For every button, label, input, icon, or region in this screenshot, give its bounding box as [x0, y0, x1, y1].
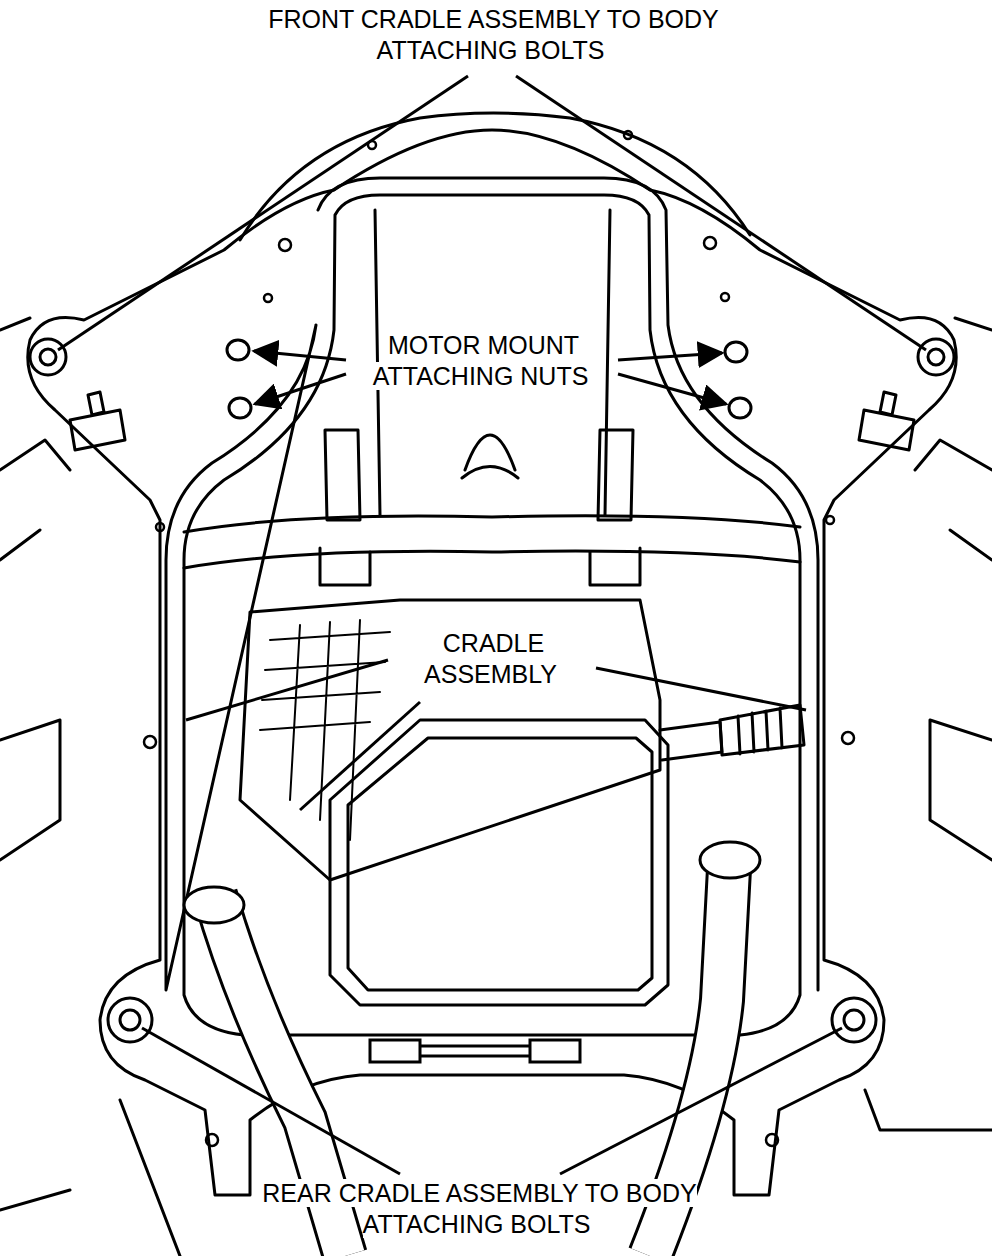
rear-bolt — [844, 1010, 864, 1030]
mount-nut — [229, 398, 251, 418]
frame-hole — [144, 736, 156, 748]
body-outline — [0, 318, 70, 860]
leader-line — [254, 351, 346, 360]
callout-label: CRADLE ASSEMBLY — [392, 628, 592, 690]
leader-line — [618, 374, 726, 404]
pipe-collar — [700, 842, 760, 878]
rear-bolt — [108, 998, 152, 1042]
mount-nut — [729, 398, 751, 418]
body-outline — [915, 318, 992, 860]
frame-hole — [264, 294, 272, 302]
front-bolt — [30, 339, 66, 375]
mount-nut — [227, 340, 249, 360]
callout-label: MOTOR MOUNT ATTACHING NUTS — [352, 330, 612, 392]
frame-hole — [766, 1134, 778, 1146]
frame-hole — [624, 131, 632, 139]
pipe-collar — [184, 887, 244, 923]
front-bolt — [40, 349, 56, 365]
leader-line — [142, 1028, 400, 1174]
oil-pan — [330, 720, 668, 1005]
frame-hole — [826, 516, 834, 524]
crossmember — [184, 516, 800, 568]
leader-line — [255, 374, 346, 404]
front-bolt — [918, 339, 954, 375]
oil-pan — [348, 738, 652, 990]
leader-line — [186, 660, 388, 720]
frame-hole — [721, 293, 729, 301]
exhaust-hanger — [370, 1040, 580, 1062]
mount-nut — [725, 342, 747, 362]
leader-line — [300, 702, 420, 810]
label-text: FRONT CRADLE ASSEMBLY TO BODY ATTACHING … — [265, 5, 719, 64]
body-outline — [0, 1090, 992, 1256]
frame-hole — [206, 1134, 218, 1146]
axle-boot — [720, 705, 804, 755]
leader-line — [618, 353, 722, 360]
transmission — [240, 600, 660, 880]
crossmember — [320, 548, 640, 585]
rear-bolt — [120, 1010, 140, 1030]
leader-line — [516, 76, 926, 350]
label-text: REAR CRADLE ASSEMBLY TO BODY ATTACHING B… — [259, 1179, 696, 1238]
mount-bushing — [70, 392, 125, 450]
rear-bolt — [832, 998, 876, 1042]
cradle-frame — [28, 130, 956, 1195]
callout-label: REAR CRADLE ASSEMBLY TO BODY ATTACHING B… — [258, 1178, 698, 1240]
label-text: CRADLE ASSEMBLY — [424, 629, 560, 688]
leader-line — [58, 76, 468, 350]
callout-label: FRONT CRADLE ASSEMBLY TO BODY ATTACHING … — [262, 4, 722, 66]
leader-line — [596, 668, 806, 710]
engine-block — [462, 435, 518, 478]
mount-bushing — [859, 392, 914, 450]
frame-hole — [704, 237, 716, 249]
cradle-rail — [166, 178, 818, 990]
frame-hole — [156, 523, 164, 531]
transmission — [260, 620, 390, 840]
label-text: MOTOR MOUNT ATTACHING NUTS — [373, 331, 592, 390]
frame-hole — [842, 732, 854, 744]
frame-hole — [279, 239, 291, 251]
front-bolt — [928, 349, 944, 365]
leader-line — [560, 1028, 842, 1174]
engine-bracket — [325, 430, 633, 520]
